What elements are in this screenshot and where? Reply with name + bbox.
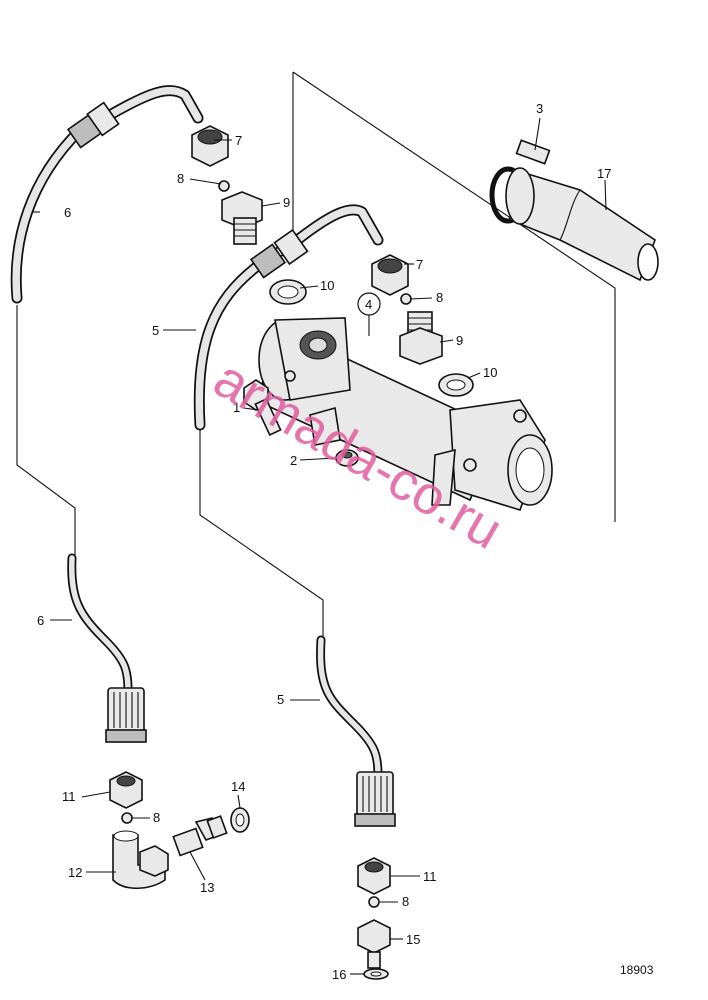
label-17: 17	[597, 166, 611, 181]
label-16: 16	[332, 967, 346, 982]
label-9-upper: 9	[283, 195, 290, 210]
label-5-lower: 5	[277, 692, 284, 707]
label-8-left: 8	[153, 810, 160, 825]
hose-6-upper	[10, 85, 204, 304]
label-1: 1	[233, 400, 240, 415]
label-8-upper: 8	[177, 171, 184, 186]
elbow-12	[112, 830, 169, 890]
label-12: 12	[68, 865, 82, 880]
reference-number: 18903	[620, 963, 654, 977]
washer-10-right	[438, 373, 474, 397]
label-8-bottom: 8	[402, 894, 409, 909]
label-9-right: 9	[456, 333, 463, 348]
label-11-right: 11	[423, 869, 437, 884]
fitting-9-upper	[221, 191, 263, 245]
label-6-lower: 6	[37, 613, 44, 628]
part-labels: 7 8 9 6 3 17 7 10 8 9 10 5 1 2 6 5 11 8 …	[37, 101, 611, 982]
heat-exchanger-4	[253, 317, 553, 511]
label-14: 14	[231, 779, 245, 794]
olive-8-left	[121, 812, 133, 824]
adapter-13	[172, 815, 228, 857]
leader-lines	[16, 305, 324, 640]
label-10-right: 10	[483, 365, 497, 380]
nut-11-left	[109, 771, 143, 809]
label-7-right: 7	[416, 257, 423, 272]
label-7-upper: 7	[235, 133, 242, 148]
label-8-right: 8	[436, 290, 443, 305]
olive-8-right	[400, 293, 412, 305]
label-2: 2	[290, 453, 297, 468]
label-4-circled: 4	[357, 292, 381, 316]
label-11-left: 11	[62, 789, 76, 804]
nut-7-upper	[191, 125, 229, 167]
hose-17	[505, 167, 659, 282]
label-5-upper: 5	[152, 323, 159, 338]
hose-5-upper	[193, 204, 384, 431]
fitting-15	[357, 919, 391, 969]
label-13: 13	[200, 880, 214, 895]
label-6-upper: 6	[64, 205, 71, 220]
label-4: 4	[365, 297, 372, 312]
washer-10-left	[269, 279, 307, 305]
bolt-1	[243, 379, 282, 437]
nut-11-right	[357, 857, 391, 895]
assembly-outline	[292, 71, 616, 522]
fitting-9-right	[399, 311, 443, 365]
label-10-left: 10	[320, 278, 334, 293]
washer-14	[230, 807, 250, 833]
label-15: 15	[406, 932, 420, 947]
hose-5-lower	[316, 635, 396, 827]
label-3: 3	[536, 101, 543, 116]
olive-8-upper	[218, 180, 230, 192]
washer-16	[363, 968, 389, 980]
nut-7-right	[371, 254, 409, 296]
hose-6-lower	[67, 553, 147, 743]
olive-8-bottom	[368, 896, 380, 908]
label-leaders	[32, 117, 607, 975]
